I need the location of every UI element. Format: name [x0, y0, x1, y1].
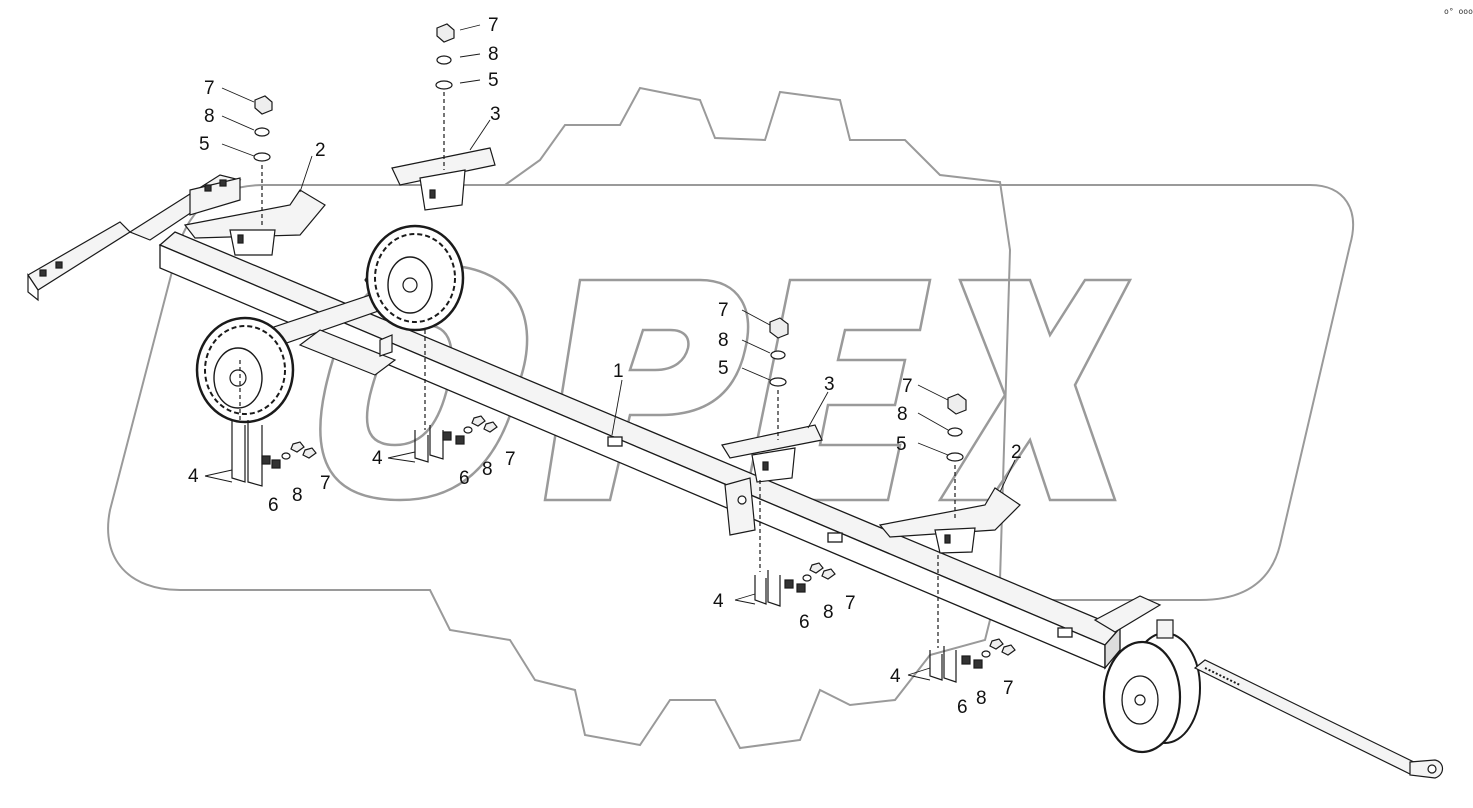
leader-lines: [204, 24, 1016, 681]
callout-c24: 5: [896, 434, 907, 455]
callout-c25: 2: [1011, 442, 1022, 463]
callout-c31: 6: [957, 697, 968, 718]
callout-c19: 8: [718, 330, 729, 351]
callout-c7: 5: [488, 70, 499, 91]
callout-c11: 8: [292, 485, 303, 506]
hardware-stack-right: [946, 393, 967, 520]
u-bolt-group-middle: [754, 480, 836, 607]
callout-c21: 3: [824, 374, 835, 395]
hardware-stack-top-center: [435, 23, 455, 170]
callout-c4: 2: [315, 140, 326, 161]
tire-left: [195, 316, 295, 424]
bracket-2-top-left: [183, 189, 326, 256]
callout-c22: 7: [902, 376, 913, 397]
callout-c13: 4: [372, 448, 383, 469]
corner-mark: o° ooo: [1444, 7, 1473, 16]
callout-c20: 5: [718, 358, 729, 379]
watermark-badge-outline: [505, 184, 1355, 601]
watermark-letter-x: [937, 278, 1133, 502]
hardware-stack-middle: [769, 317, 789, 440]
left-end-rail: [27, 174, 242, 302]
callout-c32: 8: [976, 688, 987, 709]
callout-c8: 3: [490, 104, 501, 125]
callout-c27: 6: [799, 612, 810, 633]
front-wheel-assembly: [1093, 595, 1201, 754]
tire-right: [365, 224, 465, 332]
callout-c10: 6: [268, 495, 279, 516]
callout-c23: 8: [897, 404, 908, 425]
tow-bar: [1193, 659, 1444, 779]
bracket-3-middle: [721, 424, 823, 483]
u-bolt-group-right: [929, 555, 1016, 683]
callout-c15: 8: [482, 459, 493, 480]
callout-c12: 7: [320, 473, 331, 494]
callout-c29: 7: [845, 593, 856, 614]
callout-c16: 7: [505, 449, 516, 470]
callout-c28: 8: [823, 602, 834, 623]
callout-c17: 1: [613, 361, 624, 382]
bracket-2-right: [878, 487, 1021, 554]
frame-end-plate: [724, 477, 756, 536]
part-callouts: 7 8 5 2 7 8 5 3 4 6 8 7 4 6 8 7 1 7 8 5 …: [188, 15, 1022, 718]
callout-c30: 4: [890, 666, 901, 687]
callout-c9: 4: [188, 466, 199, 487]
watermark-letter-e: [743, 278, 932, 502]
callout-c18: 7: [718, 300, 729, 321]
u-bolt-group-center: [414, 330, 498, 463]
callout-c6: 8: [488, 44, 499, 65]
hardware-stack-top-left: [253, 95, 273, 225]
bracket-3-top: [391, 147, 496, 211]
callout-c26: 4: [713, 591, 724, 612]
callout-c1: 7: [204, 78, 215, 99]
watermark-letter-p: [543, 278, 750, 502]
callout-c33: 7: [1003, 678, 1014, 699]
callout-c2: 8: [204, 106, 215, 127]
callout-c5: 7: [488, 15, 499, 36]
main-frame-beam: [158, 231, 1122, 670]
u-bolt-group-left: [231, 360, 317, 487]
callout-c3: 5: [199, 134, 210, 155]
callout-c14: 6: [459, 468, 470, 489]
